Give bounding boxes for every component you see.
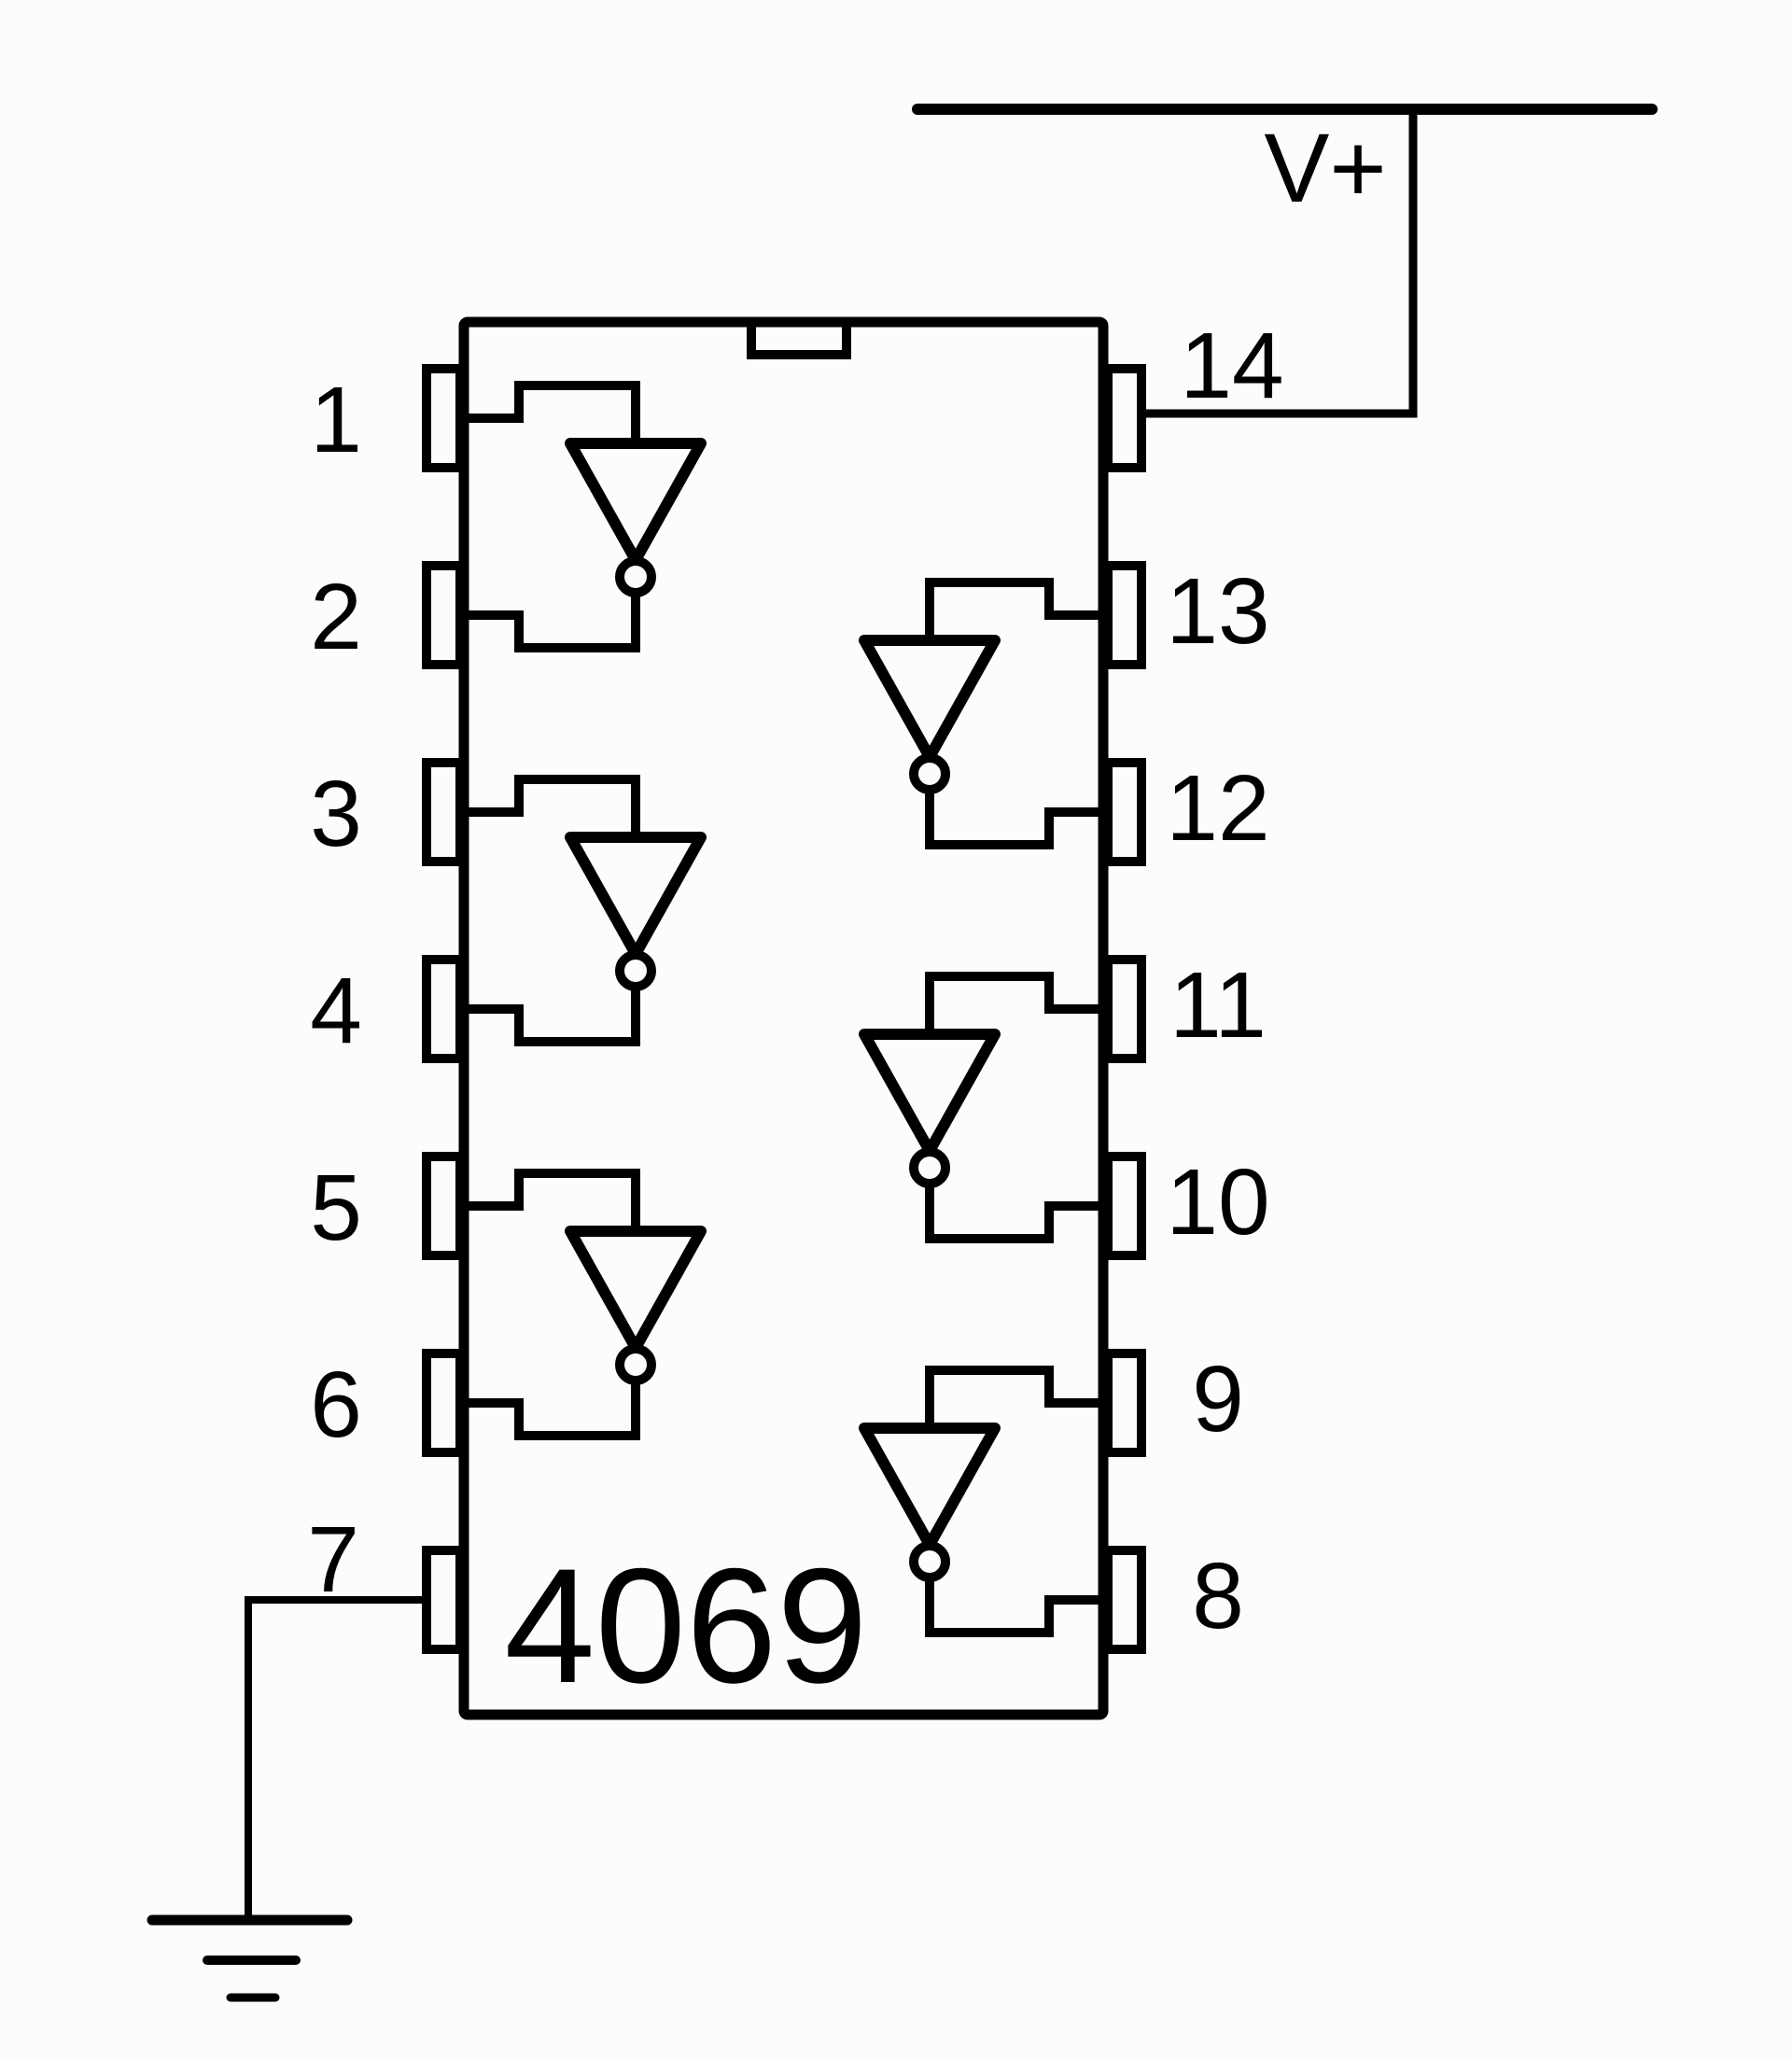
pin-label-9: 9 [1192,1347,1244,1451]
pin-label-11: 11 [1169,953,1267,1058]
pin-stub-11 [1103,955,1146,1063]
inverter-output-wire [464,593,640,652]
pin-stub-13 [1103,561,1146,669]
pin-stub-8 [1103,1546,1146,1654]
power-wire-pin14 [1141,115,1418,418]
inverter-bubble [615,1344,656,1385]
inverter-output-wire [925,790,1103,849]
pin-label-8: 8 [1192,1544,1244,1648]
pin-label-6: 6 [310,1353,362,1457]
inverter-triangle [859,1029,1001,1157]
ic-notch [747,327,851,359]
pin-stub-7 [422,1546,465,1654]
pin-stub-1 [422,364,465,472]
pin-stub-2 [422,561,465,669]
pin-label-7: 7 [307,1507,359,1612]
inverter-input-wire [464,1169,640,1231]
left-pins: 1 2 3 4 5 6 7 [307,364,465,1654]
pin-label-5: 5 [310,1156,362,1260]
pin-stub-10 [1103,1152,1146,1260]
ic-part-number: 4069 [504,1535,867,1718]
pin-stub-12 [1103,758,1146,866]
pin-label-2: 2 [310,565,362,669]
inverter-output-wire [925,1577,1103,1637]
inverter-bubble [909,1541,950,1582]
inverter-gate-13-12 [859,578,1103,849]
pin-stub-9 [1103,1349,1146,1457]
inverter-triangle [859,635,1001,763]
inverter-bubble [615,556,656,597]
inverter-gate-11-10 [859,972,1103,1243]
pin-stub-3 [422,758,465,866]
inverter-gate-5-6 [464,1169,707,1440]
inverter-input-wire [464,775,640,837]
pin-label-10: 10 [1166,1150,1269,1255]
inverter-bubble [909,753,950,794]
inverter-triangle [565,438,707,566]
pin-stub-6 [422,1349,465,1457]
ground-group [147,1596,427,2002]
power-rail-group: V+ [912,104,1658,418]
inverter-output-wire [464,987,640,1046]
pin-label-14: 14 [1180,314,1283,418]
inverter-gate-1-2 [464,381,707,652]
pin-label-3: 3 [310,762,362,866]
pin-label-4: 4 [310,959,362,1063]
pin-stub-4 [422,955,465,1063]
inverter-bubble [615,950,656,991]
inverter-triangle [565,832,707,960]
inverter-output-wire [925,1184,1103,1243]
pin-label-12: 12 [1166,756,1269,861]
ic-chip: 4069 [458,316,1109,1720]
inverter-input-wire [925,972,1103,1034]
ground-symbol-icon [147,1914,353,2002]
pin-label-1: 1 [310,368,362,472]
power-label: V+ [1264,114,1386,223]
inverter-triangle [859,1423,1001,1550]
inverter-input-wire [925,1366,1103,1428]
inverter-gate-9-8 [859,1366,1103,1637]
inverter-gate-3-4 [464,775,707,1046]
inverter-triangle [565,1226,707,1353]
inverter-input-wire [464,381,640,443]
inverter-bubble [909,1147,950,1188]
inverter-output-wire [464,1381,640,1440]
pin-stub-14 [1103,364,1146,472]
right-pins: 14 13 12 11 10 9 8 [1103,314,1284,1654]
pin-stub-5 [422,1152,465,1260]
ic-body [458,316,1109,1720]
inverter-input-wire [925,578,1103,640]
pin-label-13: 13 [1166,559,1269,664]
ground-wire [245,1596,427,1915]
